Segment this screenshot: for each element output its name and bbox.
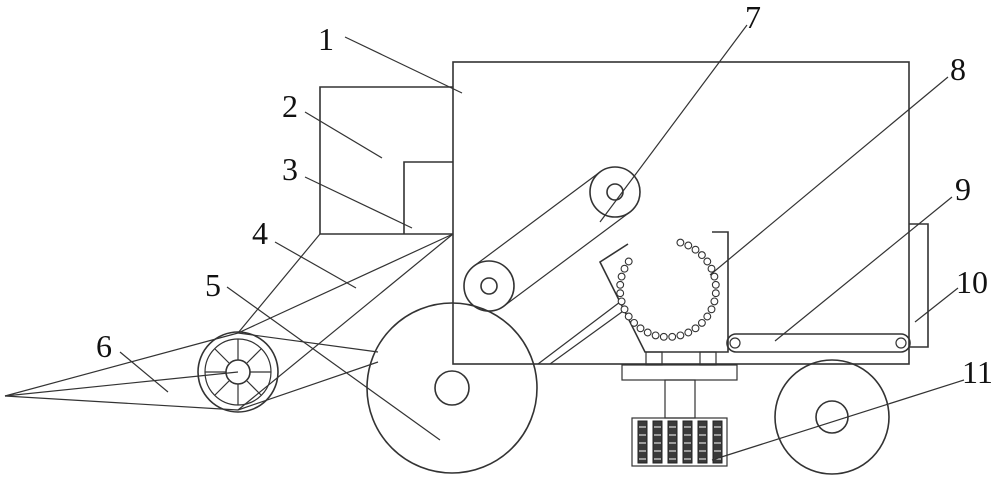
bead-ring xyxy=(616,238,720,341)
label-2: 2 xyxy=(282,88,298,124)
label-1: 1 xyxy=(318,21,334,57)
bead xyxy=(624,312,633,321)
bead xyxy=(624,257,633,266)
spoked-wheel xyxy=(197,331,279,413)
bead xyxy=(711,289,720,298)
leader-lines xyxy=(119,24,965,461)
label-10: 10 xyxy=(956,264,988,300)
bead xyxy=(620,264,629,273)
bead xyxy=(659,332,668,341)
bead xyxy=(684,328,693,337)
bead xyxy=(617,297,626,306)
bead xyxy=(710,272,719,281)
bead xyxy=(697,251,706,260)
bead xyxy=(710,297,719,306)
feed-cone xyxy=(237,233,454,411)
bead xyxy=(616,289,625,298)
label-4: 4 xyxy=(252,215,268,251)
bead xyxy=(691,245,700,254)
support-column xyxy=(621,351,738,419)
rear-wheel xyxy=(774,359,890,475)
bead xyxy=(697,318,706,327)
bead xyxy=(630,318,639,327)
brush-roller xyxy=(631,417,728,467)
discharge-chute xyxy=(537,301,627,365)
bead xyxy=(617,272,626,281)
label-9: 9 xyxy=(955,171,971,207)
conveyor-belt xyxy=(726,333,911,353)
brush-bristle xyxy=(667,420,678,464)
bead xyxy=(620,305,629,314)
bead xyxy=(668,332,677,341)
belt-pulley xyxy=(463,166,641,312)
bead xyxy=(703,257,712,266)
bead xyxy=(711,280,720,289)
front-wheel xyxy=(366,302,538,474)
bead xyxy=(703,312,712,321)
bead xyxy=(636,324,645,333)
label-8: 8 xyxy=(950,51,966,87)
bead xyxy=(651,331,660,340)
front-spreader xyxy=(4,332,379,411)
label-5: 5 xyxy=(205,267,221,303)
brush-bristle xyxy=(682,420,693,464)
brush-bristle xyxy=(637,420,648,464)
label-11: 11 xyxy=(962,354,993,390)
label-3: 3 xyxy=(282,151,298,187)
label-7: 7 xyxy=(745,0,761,35)
bead xyxy=(691,324,700,333)
rear-plate xyxy=(909,223,929,348)
bead xyxy=(676,331,685,340)
bead xyxy=(676,238,685,247)
bead xyxy=(684,241,693,250)
brush-bristle xyxy=(712,420,723,464)
label-6: 6 xyxy=(96,328,112,364)
gate-block xyxy=(403,161,453,234)
brush-bristle xyxy=(697,420,708,464)
bead xyxy=(643,328,652,337)
hopper-box xyxy=(319,86,453,234)
bead xyxy=(707,305,716,314)
bead xyxy=(616,280,625,289)
main-housing xyxy=(452,61,910,365)
brush-bristle xyxy=(652,420,663,464)
bead xyxy=(707,264,716,273)
crushing-chamber xyxy=(598,231,729,353)
